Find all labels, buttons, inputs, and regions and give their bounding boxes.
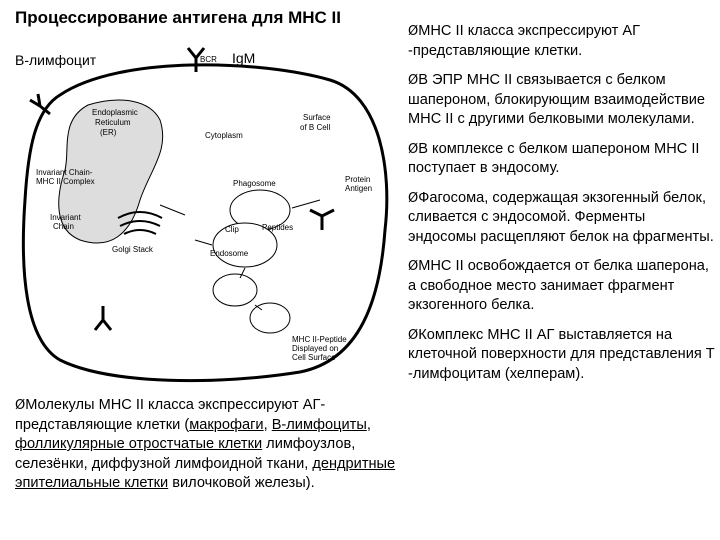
clip-label: Clip: [225, 225, 239, 234]
surface-label-1: Surface: [303, 113, 331, 122]
invariant-label-2: Chain: [53, 222, 74, 231]
protein-label-2: Antigen: [345, 184, 372, 193]
cell-diagram: Endoplasmic Reticulum (ER) Cytoplasm Sur…: [21, 47, 389, 383]
process-arrows: [159, 199, 321, 311]
protein-label-1: Protein: [345, 175, 370, 184]
er-label-2: Reticulum: [95, 118, 131, 127]
vesicle-1: [212, 273, 258, 307]
golgi-label: Golgi Stack: [112, 245, 154, 254]
link-macrophages[interactable]: макрофаги: [189, 416, 264, 433]
bullet-6: ØКомплекс MHC II АГ выставляется на клет…: [408, 326, 715, 382]
vesicle-2: [249, 302, 291, 334]
complex-label-2: MHC II Complex: [36, 177, 95, 186]
right-bullets: ØMHC II класса экспрессируют АГ -предста…: [408, 22, 716, 394]
bullet-marker: Ø: [15, 398, 26, 413]
bullet-4: ØФагосома, содержащая экзогенный белок, …: [408, 189, 714, 245]
b-cell-label: В-лимфоцит: [15, 52, 97, 68]
cell-membrane: [21, 63, 389, 383]
igm-label: IgM: [232, 50, 256, 66]
surface-receptors: [29, 47, 335, 331]
bullet-3: ØВ комплексе с белком шапероном MHC II п…: [408, 140, 700, 177]
peptides-label: Peptides: [262, 223, 293, 232]
bcr-label: BCR: [200, 55, 217, 64]
link-b-lymphocytes[interactable]: В-лимфоциты: [271, 416, 367, 433]
bullet-2: ØВ ЭПР MHC II связывается с белком шапер…: [408, 72, 706, 127]
complex-label-1: Invariant Chain-: [36, 168, 93, 177]
invariant-label-1: Invariant: [50, 213, 81, 222]
er-shape: [58, 99, 164, 244]
displayed-label-1: MHC II-Peptide: [292, 335, 347, 344]
link-dendritic-cells[interactable]: дендритные эпителиальные клетки: [15, 455, 396, 492]
surface-label-2: of B Cell: [300, 123, 330, 132]
cytoplasm-label: Cytoplasm: [205, 131, 243, 140]
endosome-label: Endosome: [210, 249, 249, 258]
phagosome-label: Phagosome: [233, 179, 276, 188]
displayed-label-3: Cell Surface: [292, 353, 336, 362]
er-label-1: Endoplasmic: [92, 108, 138, 117]
link-follicular-cells[interactable]: фолликулярные отростчатые клетки: [15, 436, 263, 452]
golgi-stack: [117, 211, 163, 235]
bullet-1: ØMHC II класса экспрессируют АГ -предста…: [408, 23, 641, 59]
er-label-3: (ER): [100, 128, 117, 137]
bullet-5: ØMHC II освобождается от белка шаперона,…: [408, 258, 709, 313]
displayed-label-2: Displayed on: [292, 344, 338, 353]
left-bullet: ØМолекулы MHC II класса экспрессируют АГ…: [15, 397, 396, 492]
page-title: Процессирование антигена для MHC II: [15, 8, 341, 27]
endosome: [212, 222, 278, 268]
